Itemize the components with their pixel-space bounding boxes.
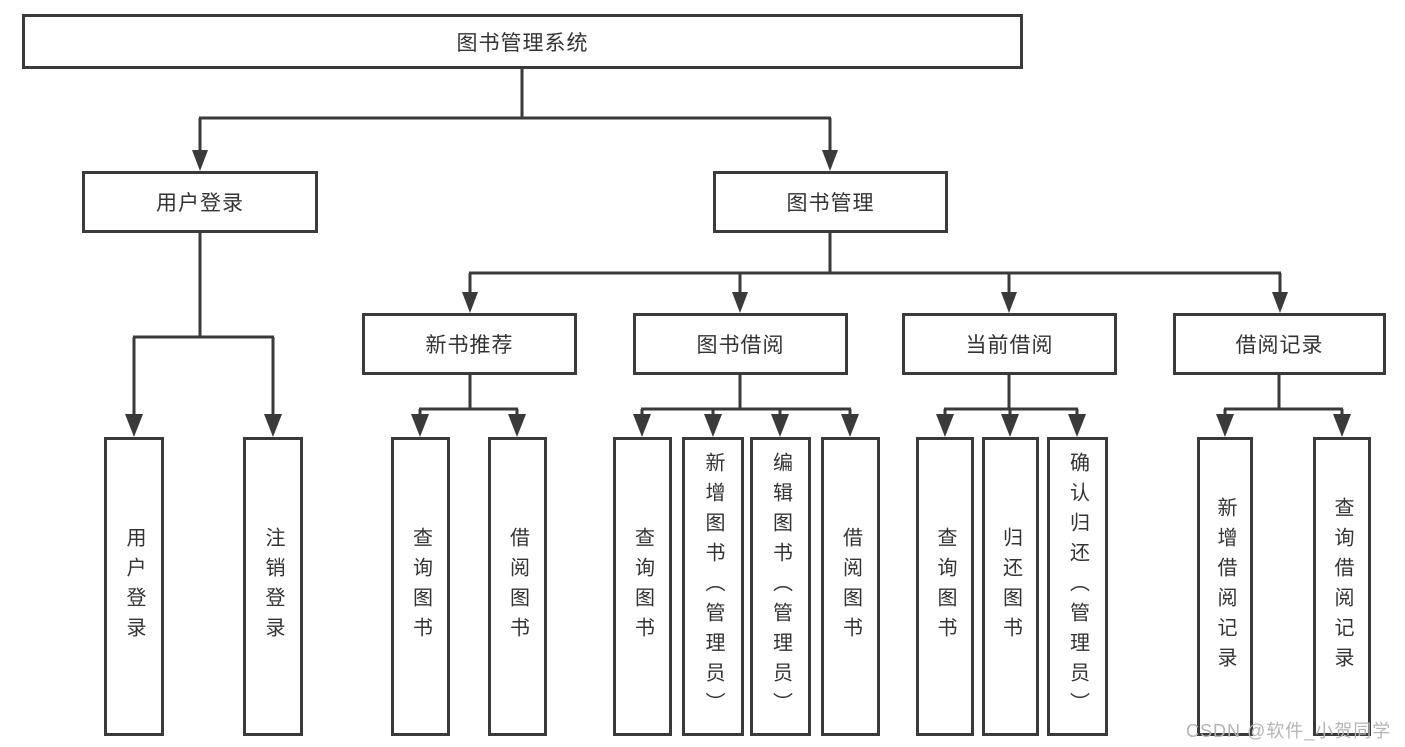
connector-current-borrow-branch [943,375,1079,418]
leaf-newbooks-borrow: 借阅图书 [488,437,547,736]
connector-book-borrow-branch [640,375,852,418]
leaf-logout: 注销登录 [243,437,303,736]
arrowheads-new-books-leaves [411,414,526,437]
arrowheads-book-borrow-leaves [633,414,859,437]
arrowheads-level2 [192,150,838,171]
connector-book-mgmt-branch [468,233,1282,295]
leaf-current-return: 归还图书 [982,437,1039,736]
leaf-borrow-add-admin: 新增图书（管理员） [682,437,744,736]
arrowheads-level3 [462,292,1288,313]
node-root: 图书管理系统 [22,14,1023,69]
connector-borrow-records-branch [1223,375,1344,418]
leaf-user-login: 用户登录 [104,437,164,736]
connector-user-login-branch [132,233,275,418]
leaf-records-add: 新增借阅记录 [1197,437,1253,736]
node-new-books: 新书推荐 [362,313,577,375]
leaf-newbooks-query: 查询图书 [391,437,450,736]
node-book-mgmt: 图书管理 [713,171,948,233]
leaf-current-query: 查询图书 [916,437,974,736]
arrowheads-current-borrow-leaves [936,414,1086,437]
connector-root-to-level2 [198,69,832,152]
node-borrow-records: 借阅记录 [1173,313,1386,375]
leaf-borrow-edit-admin: 编辑图书（管理员） [750,437,811,736]
arrowheads-user-login-leaves [125,414,282,437]
leaf-borrow-query: 查询图书 [613,437,672,736]
node-book-borrow: 图书借阅 [633,313,848,375]
arrowheads-borrow-records-leaves [1216,414,1351,437]
leaf-records-query: 查询借阅记录 [1313,437,1371,736]
csdn-watermark: CSDN @软件_小贺同学 [1186,721,1392,741]
leaf-current-confirm-admin: 确认归还（管理员） [1047,437,1108,736]
node-user-login: 用户登录 [82,171,318,233]
connector-new-books-branch [418,375,519,418]
node-current-borrow: 当前借阅 [902,313,1117,375]
leaf-borrow-borrow: 借阅图书 [821,437,880,736]
